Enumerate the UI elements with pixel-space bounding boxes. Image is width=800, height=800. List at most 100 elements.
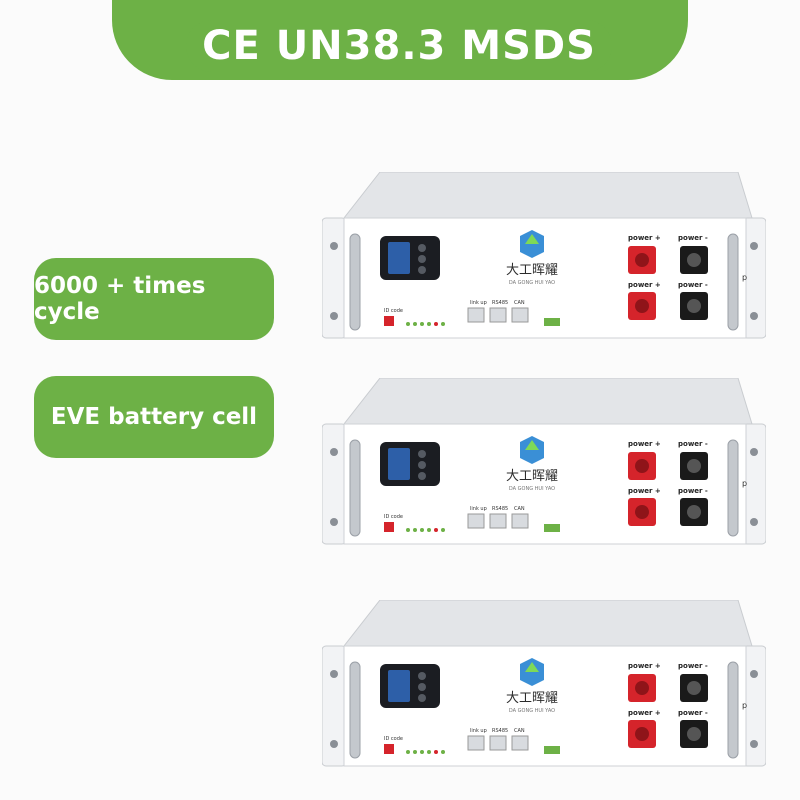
lcd-button [418, 450, 426, 458]
lcd-screen [388, 448, 410, 480]
id-code-label: ID code [384, 736, 403, 742]
led-indicator [427, 528, 431, 532]
link-up-label: link up [470, 728, 487, 734]
lcd-button [418, 266, 426, 274]
led-indicator [420, 750, 424, 754]
power-plus-label: power + [628, 234, 661, 242]
power-plus-label: power + [628, 487, 661, 495]
ear-hole [330, 670, 338, 678]
power-minus-label: power - [678, 662, 708, 670]
id-code-switch[interactable] [384, 316, 394, 326]
lcd-screen [388, 242, 410, 274]
id-code-switch[interactable] [384, 522, 394, 532]
dry-contact-terminal[interactable] [544, 746, 560, 754]
rs485-port[interactable] [489, 735, 507, 751]
dry-contact-terminal[interactable] [544, 524, 560, 532]
ear-hole [330, 518, 338, 526]
battery-module-1: 大工晖耀 DA GONG HUI YAO ID code link up RS4… [322, 172, 766, 344]
terminal-socket [687, 299, 701, 313]
ear-hole [750, 518, 758, 526]
battery-module-svg: 大工晖耀 DA GONG HUI YAO ID code link up RS4… [322, 172, 766, 339]
led-run [441, 528, 445, 532]
brand-pinyin: DA GONG HUI YAO [509, 486, 555, 492]
terminal-socket [635, 505, 649, 519]
led-indicator [406, 528, 410, 532]
power-plus-label: power + [628, 662, 661, 670]
lcd-button [418, 694, 426, 702]
terminal-socket [635, 727, 649, 741]
power-plus-label: power + [628, 281, 661, 289]
ear-hole [750, 740, 758, 748]
lcd-button [418, 672, 426, 680]
rs485-port[interactable] [489, 513, 507, 529]
led-indicator [427, 322, 431, 326]
link-up-port[interactable] [467, 307, 485, 323]
can-port[interactable] [511, 513, 529, 529]
terminal-socket [687, 253, 701, 267]
led-indicator [406, 322, 410, 326]
edge-mark: p [742, 273, 747, 282]
rs485-label: RS485 [492, 300, 508, 306]
rs485-port[interactable] [489, 307, 507, 323]
brand-logo-accent [525, 662, 539, 672]
handle-right [727, 661, 739, 759]
lcd-screen [388, 670, 410, 702]
lcd-button [418, 244, 426, 252]
battery-module-svg: 大工晖耀 DA GONG HUI YAO ID code link up RS4… [322, 600, 766, 767]
led-alarm [434, 528, 438, 532]
ear-hole [750, 670, 758, 678]
ear-hole [330, 740, 338, 748]
can-port[interactable] [511, 307, 529, 323]
power-minus-label: power - [678, 234, 708, 242]
lcd-button [418, 255, 426, 263]
handle-left [349, 661, 361, 759]
brand-name: 大工晖耀 [506, 691, 558, 706]
edge-mark: p [742, 479, 747, 488]
can-label: CAN [514, 300, 525, 306]
dry-contact-terminal[interactable] [544, 318, 560, 326]
battery-module-3: 大工晖耀 DA GONG HUI YAO ID code link up RS4… [322, 600, 766, 772]
id-code-label: ID code [384, 514, 403, 520]
link-up-label: link up [470, 506, 487, 512]
link-up-port[interactable] [467, 735, 485, 751]
handle-right [727, 233, 739, 331]
brand-name: 大工晖耀 [506, 469, 558, 484]
handle-right [727, 439, 739, 537]
terminal-socket [635, 299, 649, 313]
terminal-socket [687, 681, 701, 695]
power-minus-label: power - [678, 487, 708, 495]
battery-module-svg: 大工晖耀 DA GONG HUI YAO ID code link up RS4… [322, 378, 766, 545]
power-minus-label: power - [678, 440, 708, 448]
brand-pinyin: DA GONG HUI YAO [509, 708, 555, 714]
led-indicator [413, 322, 417, 326]
brand-pinyin: DA GONG HUI YAO [509, 280, 555, 286]
led-indicator [413, 750, 417, 754]
battery-module-2: 大工晖耀 DA GONG HUI YAO ID code link up RS4… [322, 378, 766, 550]
ear-hole [330, 242, 338, 250]
rs485-label: RS485 [492, 506, 508, 512]
ear-hole [750, 242, 758, 250]
handle-left [349, 439, 361, 537]
lcd-button [418, 461, 426, 469]
link-up-label: link up [470, 300, 487, 306]
link-up-port[interactable] [467, 513, 485, 529]
id-code-switch[interactable] [384, 744, 394, 754]
power-plus-label: power + [628, 440, 661, 448]
power-minus-label: power - [678, 709, 708, 717]
power-minus-label: power - [678, 281, 708, 289]
terminal-socket [687, 727, 701, 741]
can-label: CAN [514, 506, 525, 512]
can-port[interactable] [511, 735, 529, 751]
brand-logo-accent [525, 440, 539, 450]
led-alarm [434, 750, 438, 754]
ear-hole [330, 312, 338, 320]
brand-logo-accent [525, 234, 539, 244]
terminal-socket [635, 253, 649, 267]
power-plus-label: power + [628, 709, 661, 717]
led-indicator [413, 528, 417, 532]
ear-hole [750, 312, 758, 320]
ear-hole [750, 448, 758, 456]
handle-left [349, 233, 361, 331]
can-label: CAN [514, 728, 525, 734]
lcd-button [418, 472, 426, 480]
